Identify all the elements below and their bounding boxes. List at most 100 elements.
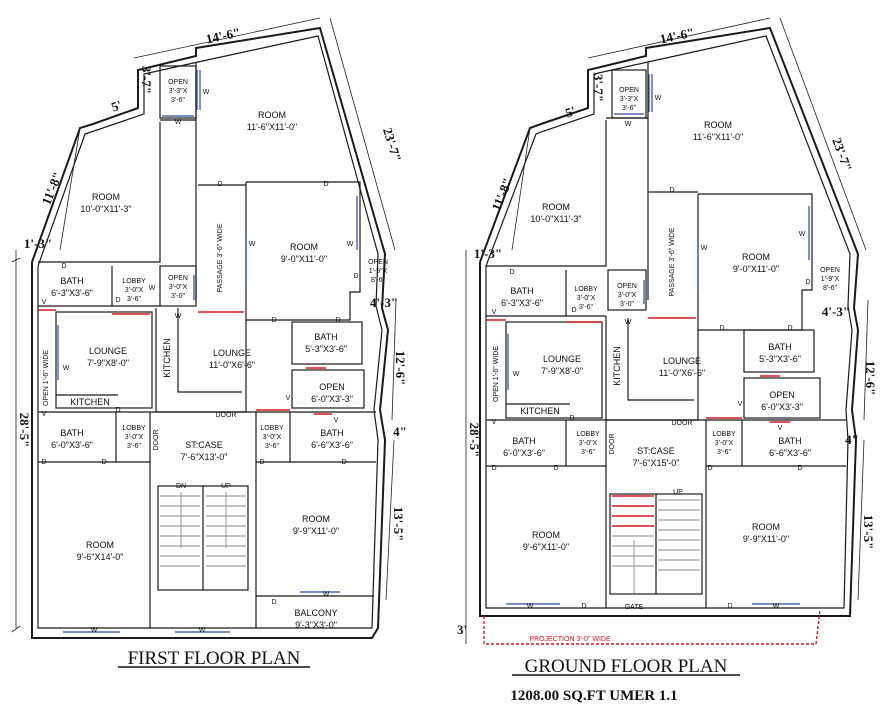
gf-lobby1-size1: 3'-0"X [577, 295, 596, 302]
ff-open-mid-size2: 3'-0" [171, 293, 185, 300]
gf-room-big-top-size: 11'-6"X11'-0" [693, 132, 744, 142]
svg-text:W: W [655, 95, 662, 102]
gf-dim-right-d: 4" [845, 432, 859, 447]
gf-dim-notch-a: 5' [563, 103, 578, 121]
gf-lobby2-size1: 3'-0"X [579, 440, 598, 447]
ff-bath1-size: 6'-3"X3'-6" [51, 288, 93, 298]
ff-dimension-lines [11, 17, 397, 633]
ff-lobby2-size2: 3'-6" [127, 443, 141, 450]
svg-text:V: V [492, 419, 497, 426]
ff-room-big-top-name: ROOM [258, 110, 286, 120]
gf-lobby2-name: LOBBY [576, 431, 600, 438]
ff-lobby3-size1: 3'-0"X [263, 434, 282, 441]
svg-text:D: D [719, 325, 724, 332]
ff-title: FIRST FLOOR PLAN [128, 648, 301, 669]
svg-text:D: D [727, 603, 732, 610]
svg-text:D: D [341, 459, 346, 466]
svg-text:V: V [492, 309, 497, 316]
svg-text:V: V [42, 299, 47, 306]
ff-lounge1-size: 7'-9"X8'-0" [87, 358, 129, 368]
gf-bath2-size: 5'-3"X3'-6" [759, 354, 801, 364]
svg-text:D: D [707, 465, 712, 472]
ff-wall-room-left [38, 122, 161, 263]
gf-room-big-top-name: ROOM [704, 120, 732, 130]
svg-text:D: D [323, 181, 328, 188]
ff-stair-treads [160, 492, 246, 567]
ff-dim-top: 14'-6" [205, 25, 242, 47]
gf-stcase-size: 7'-6"X15'-0" [633, 458, 680, 468]
gf-red-marks [483, 317, 821, 645]
svg-text:W: W [149, 285, 156, 292]
ff-dim-left-total: 28'-5" [17, 413, 32, 448]
svg-text:W: W [249, 241, 256, 248]
gf-open-small-size: 6'-0"X3'-3" [761, 402, 803, 412]
ff-bath3-size: 6'-0"X3'-6" [51, 440, 93, 450]
gf-room-left-name: ROOM [542, 202, 570, 212]
gf-open-small-name: OPEN [769, 390, 795, 400]
svg-text:D: D [509, 269, 514, 276]
gf-lobby3-size1: 3'-0"X [715, 440, 734, 447]
svg-text:D: D [271, 599, 276, 606]
svg-text:W: W [625, 319, 632, 326]
svg-text:D: D [571, 307, 576, 314]
gf-open-mid-name: OPEN [617, 283, 637, 290]
svg-text:W: W [199, 627, 206, 634]
ff-lounge2-name: LOUNGE [213, 348, 251, 358]
svg-text:V: V [334, 417, 339, 424]
ff-open-top-name: OPEN [168, 79, 188, 86]
svg-text:D: D [101, 459, 106, 466]
gf-projection: PROJECTION 3'-0" WIDE [529, 636, 611, 643]
gf-stcase-name: ST:CASE [637, 446, 675, 456]
svg-text:D: D [271, 317, 276, 324]
svg-text:W: W [175, 119, 182, 126]
ff-outer-wall [31, 26, 390, 639]
svg-text:W: W [63, 365, 70, 372]
ff-bath3-name: BATH [60, 428, 83, 438]
gf-open-top-size2: 3'-6" [622, 105, 636, 112]
gf-bath4-size: 6'-6"X3'-6" [769, 448, 811, 458]
svg-text:W: W [323, 591, 330, 598]
svg-text:V: V [286, 395, 291, 402]
ff-room-big-top-size: 11'-6"X11'-0" [247, 122, 298, 132]
gf-lounge1-size: 7'-9"X8'-0" [541, 366, 583, 376]
ff-open-top-size2: 3'-6" [171, 97, 185, 104]
gf-gate: GATE [625, 604, 644, 611]
svg-text:D: D [569, 415, 574, 422]
ff-door-h: DOOR [216, 412, 237, 419]
ff-lounge1-name: LOUNGE [89, 346, 127, 356]
gf-open-right-size1: 1'-9"X [821, 276, 840, 283]
ff-open-right-size1: 1'-9"X [369, 268, 388, 275]
svg-text:W: W [527, 603, 534, 610]
gf-open-right-name: OPEN [820, 267, 840, 274]
ff-open-right-size2: 8'-6" [371, 277, 385, 284]
ff-dim-right-d: 4" [393, 424, 407, 439]
gf-lounge2-name: LOUNGE [663, 356, 701, 366]
ff-open-top-size1: 3'-3"X [169, 88, 188, 95]
ff-open-small-size: 6'-0"X3'-3" [311, 394, 353, 404]
ff-room-left-size: 10'-0"X11'-3" [80, 204, 131, 214]
gf-inner-wall [485, 35, 853, 609]
gf-subtitle: 1208.00 SQ.FT UMER 1.1 [510, 688, 677, 704]
svg-text:D: D [797, 465, 802, 472]
svg-text:D: D [61, 263, 66, 270]
ff-dim-right-c: 13'-5" [391, 507, 406, 542]
ff-windows [57, 70, 358, 633]
ff-balcony-size: 9'-3"X3'-0" [295, 620, 337, 630]
ff-dim-notch-b: 3'-7" [139, 66, 154, 94]
gf-bath3-size: 6'-0"X3'-6" [503, 448, 545, 458]
ff-bath4-size: 6'-6"X3'-6" [311, 440, 353, 450]
first-floor-plan [11, 17, 397, 639]
svg-text:W: W [625, 121, 632, 128]
ff-room-mid-size: 9'-0"X11'-0" [281, 254, 327, 264]
gf-open-mid-size2: 3'-0" [620, 301, 634, 308]
gf-dim-right-a: 12'-6" [863, 361, 878, 396]
gf-open-top-name: OPEN [619, 87, 639, 94]
ff-room-br-name: ROOM [302, 514, 330, 524]
gf-dim-right-b: 4'-3" [822, 304, 850, 319]
gf-dim-top: 14'-6" [659, 25, 696, 47]
gf-kitchen1: KITCHEN [520, 406, 560, 416]
svg-text:D: D [669, 187, 674, 194]
ff-open-mid-name: OPEN [168, 275, 188, 282]
svg-text:D: D [805, 279, 810, 286]
